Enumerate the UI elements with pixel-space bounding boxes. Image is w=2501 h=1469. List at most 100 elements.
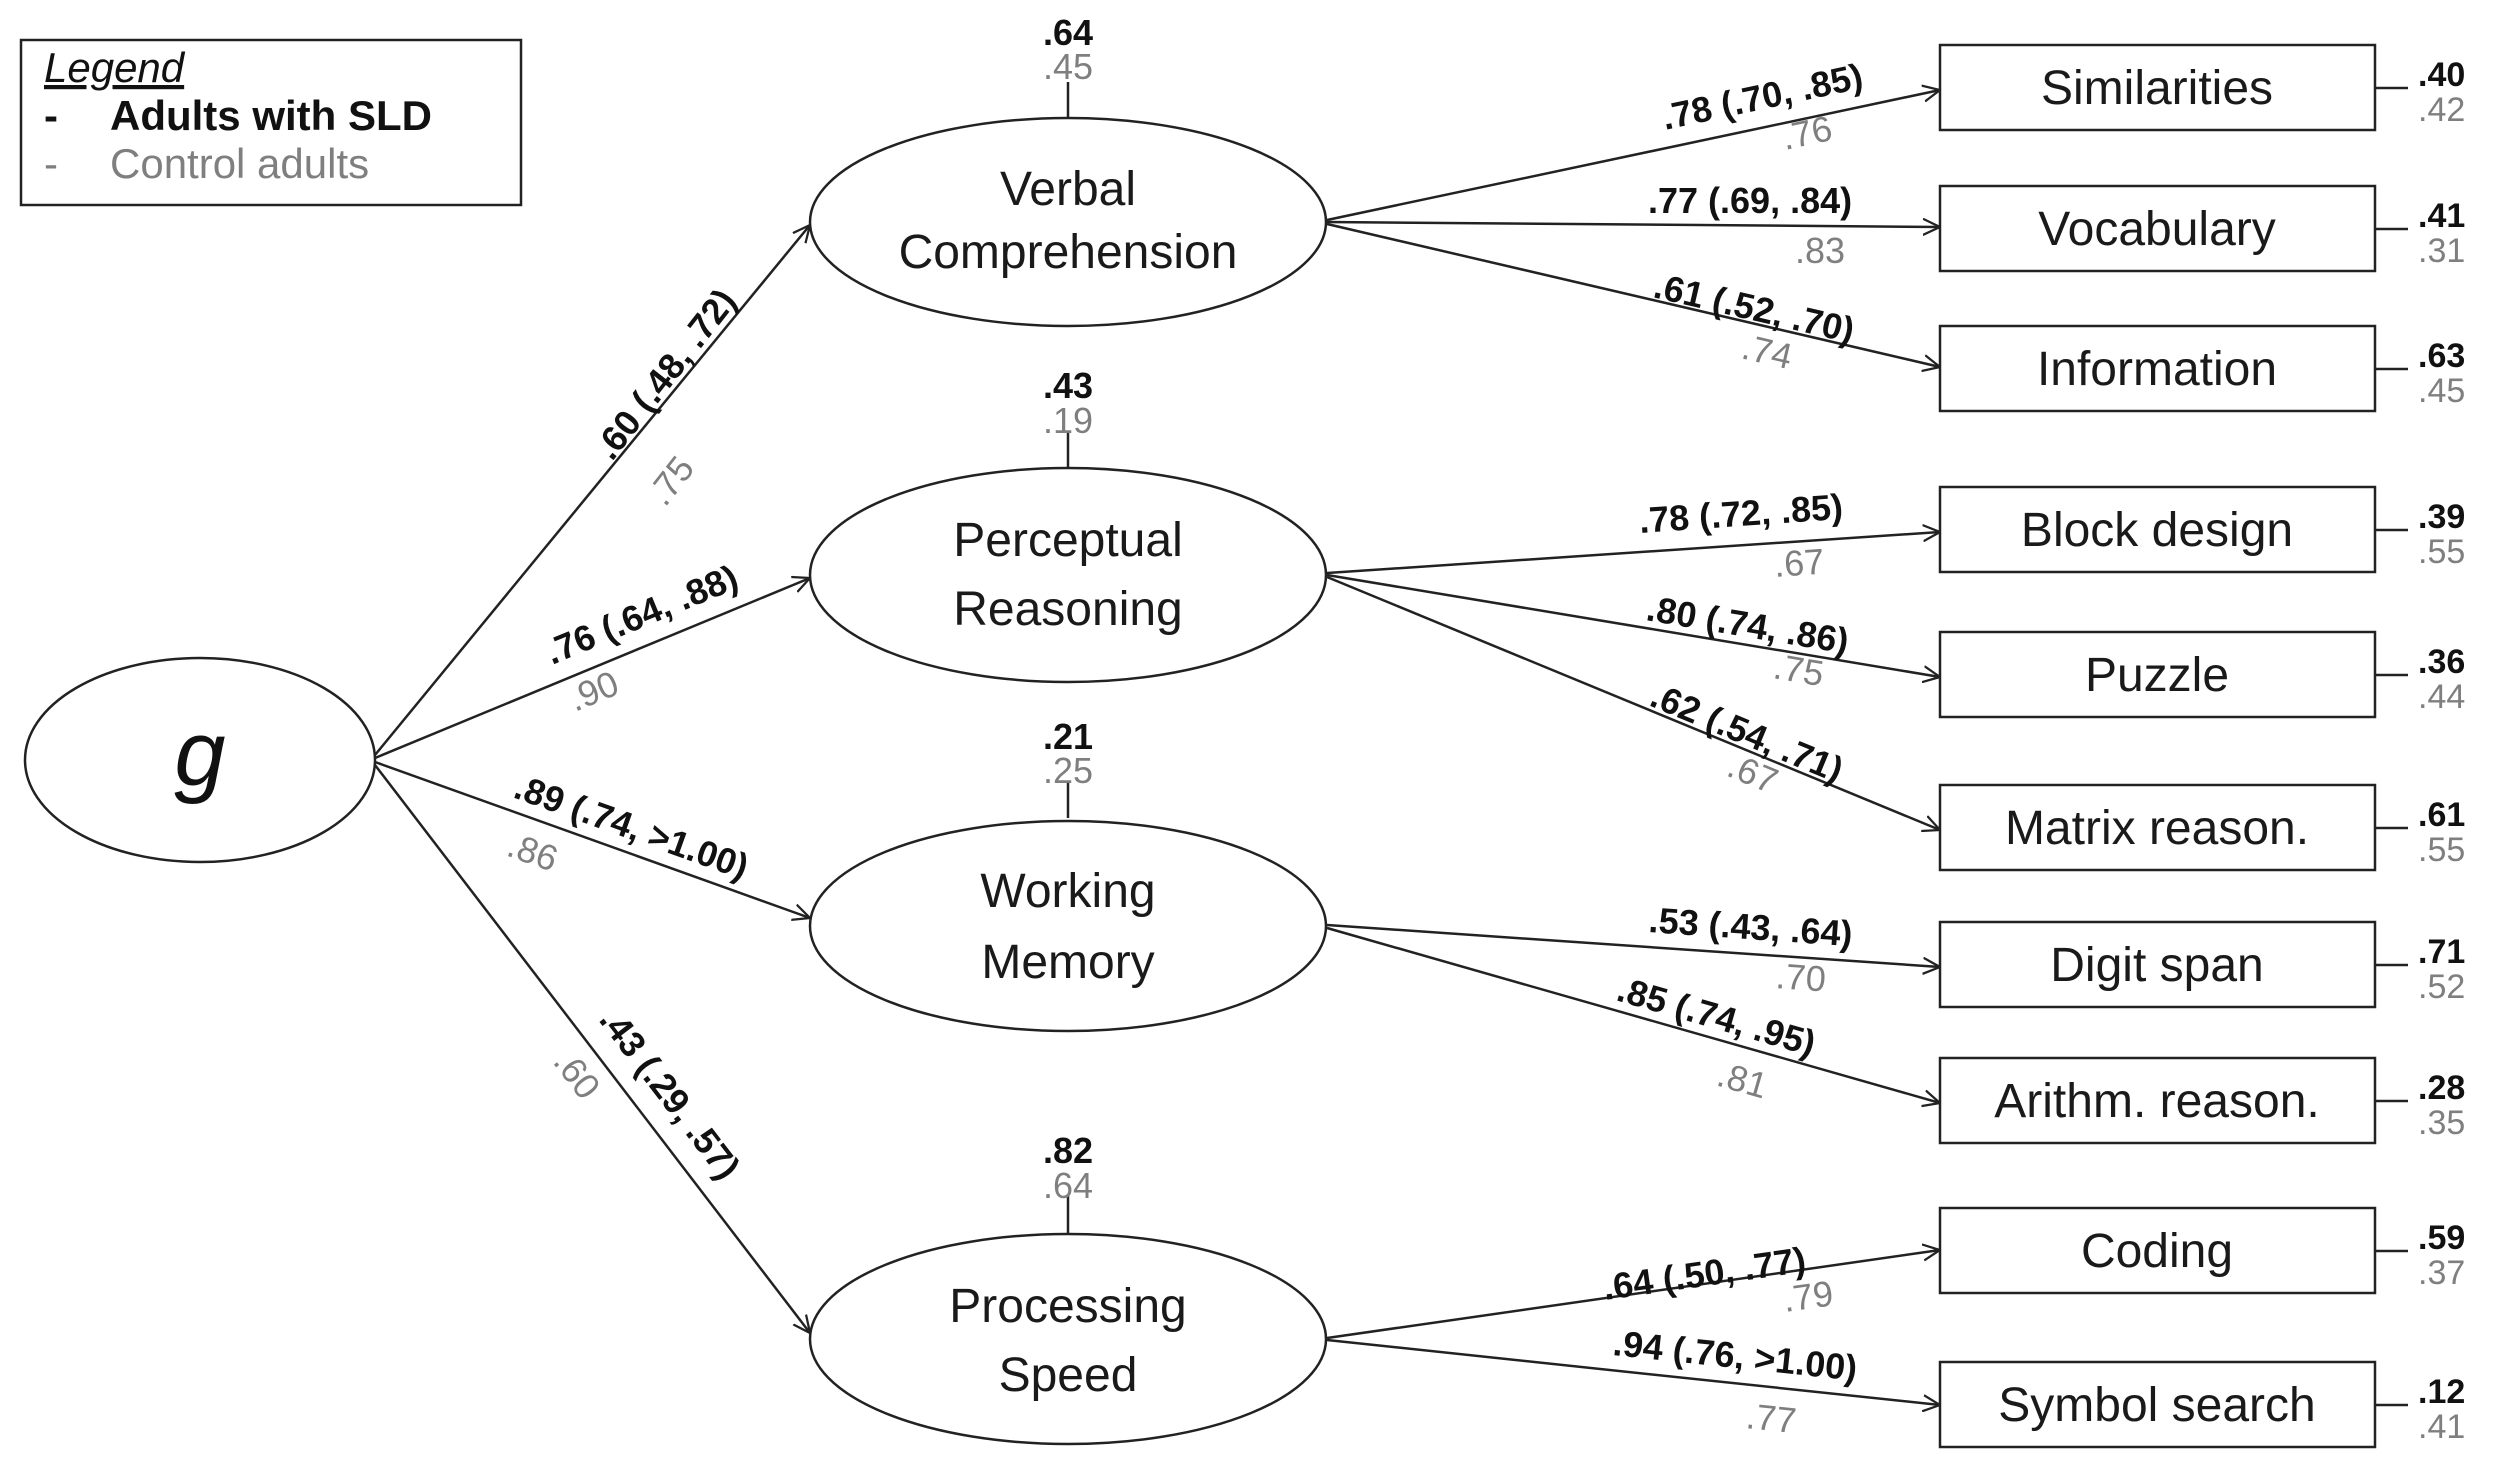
loading-ctl-similarities: .76 <box>1778 107 1835 158</box>
legend-title: Legend <box>44 44 186 91</box>
residual-ctl-wm: .25 <box>1043 750 1093 791</box>
loading-sld-g-ps: .43 (.29, .57) <box>592 1000 749 1187</box>
general-factor-node: g <box>23 656 377 864</box>
residual-sld-ps: .82 <box>1043 1130 1093 1171</box>
path-wm-arithmetic <box>1326 926 1940 1103</box>
error-sld-digit-span: .71 <box>2418 933 2465 971</box>
error-sld-vocabulary: .41 <box>2418 197 2465 235</box>
subtest-node-block-design: Block design <box>1938 485 2377 574</box>
loading-ctl-g-wm: .86 <box>502 824 563 879</box>
general-factor-ellipse <box>23 656 377 864</box>
subtest-label: Vocabulary <box>2038 203 2276 256</box>
factor-ellipse-verbal-comprehension <box>808 116 1328 328</box>
factor-label-line1: Verbal <box>1000 163 1136 216</box>
subtest-box <box>1938 485 2377 574</box>
subtest-label: Puzzle <box>2085 649 2229 702</box>
path-wm-digit-span <box>1326 923 1940 967</box>
loading-ctl-symbol-search: .77 <box>1744 1395 1798 1441</box>
factor-label-line1: Processing <box>949 1280 1186 1333</box>
error-ctl-symbol-search: .41 <box>2418 1408 2465 1446</box>
error-sld-puzzle: .36 <box>2418 643 2465 681</box>
error-sld-matrix: .61 <box>2418 796 2465 834</box>
subtest-label: Digit span <box>2050 939 2263 992</box>
path-vc-information <box>1326 222 1940 367</box>
loading-sld-vocabulary: .77 (.69, .84) <box>1648 180 1852 221</box>
subtest-node-similarities: Similarities <box>1938 43 2377 132</box>
loading-ctl-vocabulary: .83 <box>1795 230 1845 271</box>
subtest-box <box>1938 184 2377 273</box>
factor-ellipse-perceptual-reasoning <box>808 466 1328 684</box>
loading-sld-g-vc: .60 (.48, .72) <box>586 281 744 467</box>
path-pr-matrix <box>1326 575 1940 830</box>
factor-label-line2: Memory <box>981 936 1154 989</box>
residual-sld-pr: .43 <box>1043 365 1093 406</box>
subtest-box <box>1938 324 2377 413</box>
loading-ctl-coding: .79 <box>1780 1272 1835 1320</box>
subtest-boxes: Similarities Vocabulary Information Bloc… <box>1938 43 2377 1449</box>
legend-box <box>19 38 523 207</box>
residual-ctl-pr: .19 <box>1043 400 1093 441</box>
legend-control-label: Control adults <box>110 140 369 187</box>
subtest-node-digit-span: Digit span <box>1938 920 2377 1009</box>
subtest-label: Symbol search <box>1998 1379 2315 1432</box>
error-ctl-block-design: .55 <box>2418 533 2465 571</box>
loading-sld-g-pr: .76 (.64, .88) <box>539 556 743 672</box>
error-sld-similarities: .40 <box>2418 56 2465 94</box>
path-vc-vocabulary <box>1326 222 1940 227</box>
error-ctl-arithmetic: .35 <box>2418 1104 2465 1142</box>
subtest-node-information: Information <box>1938 324 2377 413</box>
subtest-node-vocabulary: Vocabulary <box>1938 184 2377 273</box>
loading-ctl-g-pr: .90 <box>562 662 624 719</box>
path-ps-symbol-search <box>1326 1338 1940 1405</box>
subtest-label: Coding <box>2081 1225 2233 1278</box>
subtest-label: Information <box>2037 343 2277 396</box>
subtest-error-labels: .40 .42 .41 .31 .63 .45 .39 .55 .36 .44 … <box>2418 56 2465 1446</box>
factor-label-line1: Perceptual <box>953 514 1182 567</box>
subtest-box <box>1938 783 2377 872</box>
error-ctl-vocabulary: .31 <box>2418 232 2465 270</box>
residual-sld-vc: .64 <box>1043 12 1093 53</box>
legend-dash-sld: - <box>44 92 58 139</box>
legend: Legend - Adults with SLD - Control adult… <box>19 38 523 207</box>
subtest-box <box>1938 1360 2377 1449</box>
subtest-box <box>1938 920 2377 1009</box>
g-factor-paths <box>374 225 810 1333</box>
error-ctl-coding: .37 <box>2418 1254 2465 1292</box>
loading-ctl-block-design: .67 <box>1773 541 1826 585</box>
subtest-loading-labels: .78 (.70, .85) .76 .77 (.69, .84) .83 .6… <box>1600 55 1866 1441</box>
factor-label-line1: Working <box>980 865 1155 918</box>
loading-ctl-arithmetic: .81 <box>1713 1053 1772 1106</box>
subtest-box <box>1938 1206 2377 1295</box>
path-ps-coding <box>1326 1250 1940 1340</box>
factor-node-working-memory: Working Memory <box>808 819 1328 1033</box>
factor-ellipse-processing-speed <box>808 1232 1328 1446</box>
subtest-box <box>1938 43 2377 132</box>
residual-sld-wm: .21 <box>1043 716 1093 757</box>
error-sld-coding: .59 <box>2418 1219 2465 1257</box>
loading-ctl-g-ps: .60 <box>546 1042 609 1107</box>
factor-label-line2: Reasoning <box>953 583 1183 636</box>
residual-ctl-vc: .45 <box>1043 46 1093 87</box>
residual-ctl-ps: .64 <box>1043 1165 1093 1206</box>
subtest-paths <box>1326 90 1940 1405</box>
subtest-box <box>1938 630 2377 719</box>
loading-sld-similarities: .78 (.70, .85) <box>1658 55 1866 138</box>
factor-node-perceptual-reasoning: Perceptual Reasoning <box>808 466 1328 684</box>
subtest-error-ticks <box>2375 86 2408 1407</box>
path-g-to-processing-speed <box>374 764 810 1333</box>
factor-label-line2: Comprehension <box>899 226 1238 279</box>
path-g-to-working-memory <box>374 760 810 918</box>
subtest-node-matrix-reasoning: Matrix reason. <box>1938 783 2377 872</box>
subtest-label: Matrix reason. <box>2005 802 2309 855</box>
g-loading-labels: .60 (.48, .72) .75 .76 (.64, .88) .90 .8… <box>502 281 754 1187</box>
subtest-node-symbol-search: Symbol search <box>1938 1360 2377 1449</box>
factor-node-verbal-comprehension: Verbal Comprehension <box>808 116 1328 328</box>
path-pr-puzzle <box>1326 573 1940 677</box>
loading-sld-puzzle: .80 (.74, .86) <box>1644 587 1852 661</box>
subtest-node-puzzle: Puzzle <box>1938 630 2377 719</box>
error-sld-symbol-search: .12 <box>2418 1373 2465 1411</box>
error-sld-block-design: .39 <box>2418 498 2465 536</box>
factor-ellipse-working-memory <box>808 819 1328 1033</box>
path-g-to-verbal-comprehension <box>374 225 810 756</box>
